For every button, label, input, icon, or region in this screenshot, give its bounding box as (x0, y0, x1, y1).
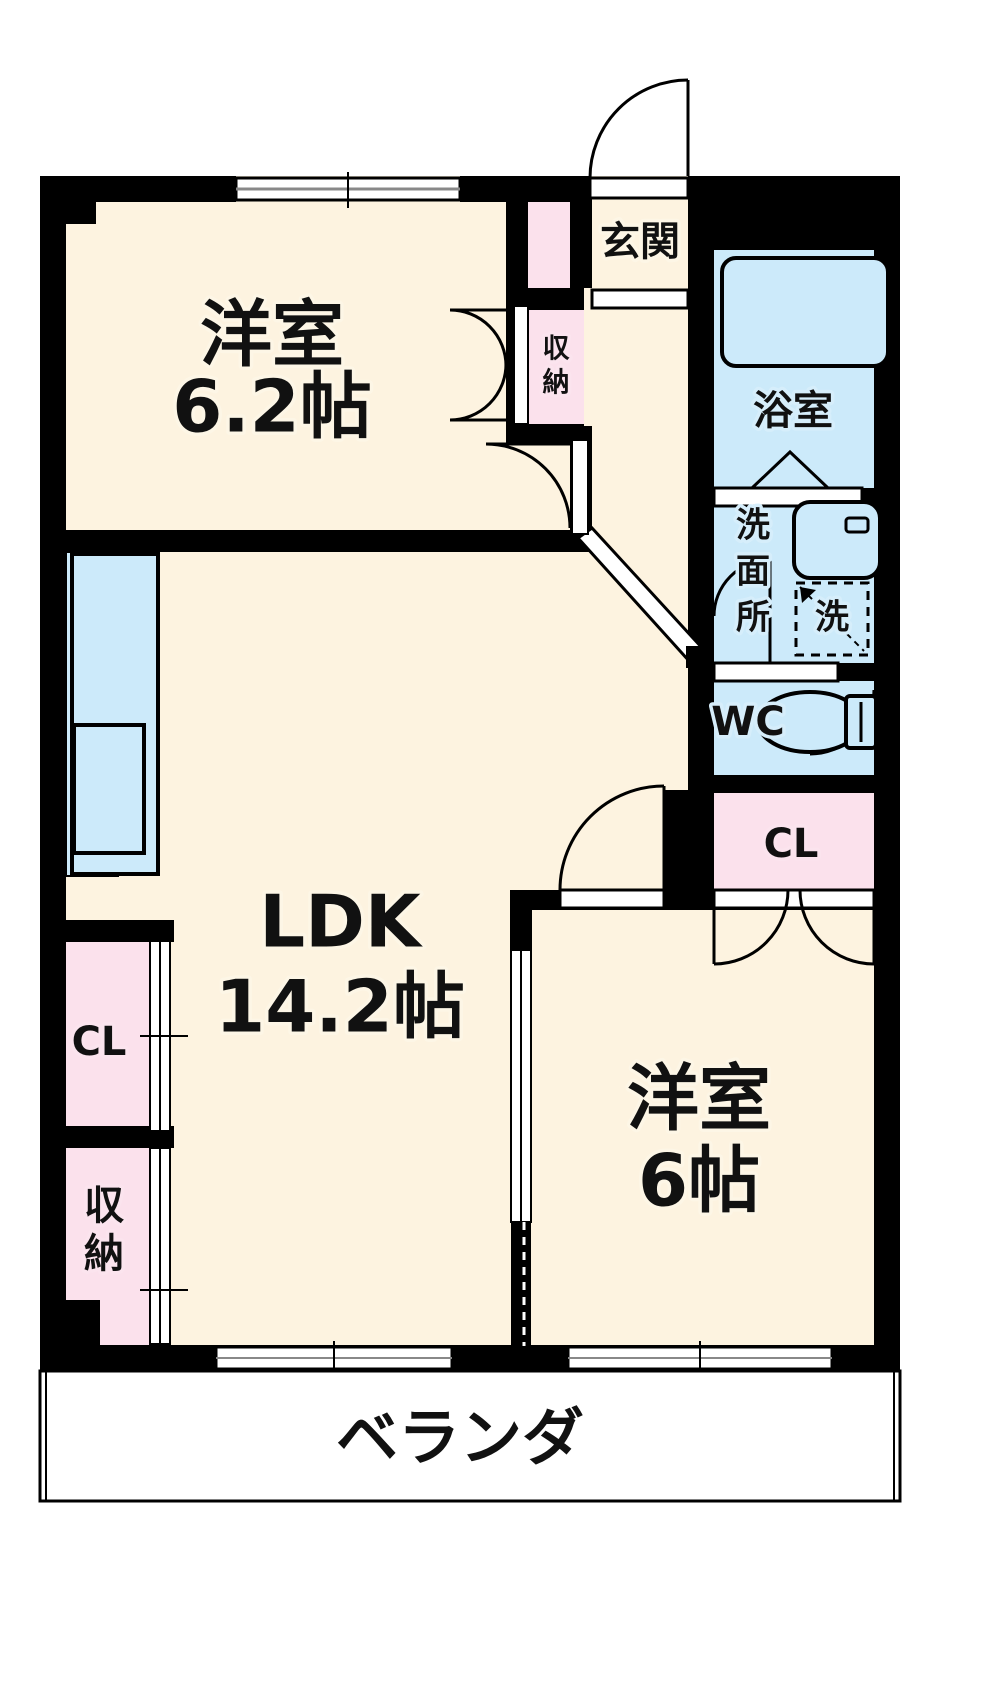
partition-ldk-washitsu[interactable] (510, 949, 532, 1346)
label-shuno-left-char2: 納 (84, 1231, 124, 1277)
wall-wc-south (688, 775, 900, 793)
wall-washitsu-ldk (40, 530, 592, 552)
cl-right-fill (712, 793, 900, 898)
wall-bottom-seg-a (40, 1345, 216, 1371)
label-washitsu-top-name: 洋室 (200, 293, 344, 377)
window-top-left (234, 172, 462, 208)
closet-doors-top[interactable] (449, 305, 529, 425)
washing-machine-icon (794, 581, 870, 657)
kitchen-sink-icon (72, 723, 146, 855)
label-genkan: 玄関 (600, 219, 680, 265)
windows (214, 172, 834, 1376)
walls (40, 176, 900, 1371)
label-shuno-top-char1: 収 (543, 334, 571, 365)
wall-left-exterior (40, 176, 66, 1371)
cl-doors-right[interactable] (712, 888, 876, 966)
wall-cl-left-bottom (40, 1126, 174, 1148)
wall-diagonal-endcap (686, 646, 708, 668)
window-ldk-south (214, 1341, 454, 1376)
wall-bottom-seg-c (832, 1345, 900, 1371)
label-shuno-top-char2: 納 (543, 367, 570, 399)
room-labels: 洋室 6.2帖 玄関 収 納 浴室 洗 面 所 洗 WC CL LDK 14.2… (68, 216, 852, 1478)
shuno-top-fill (528, 310, 584, 425)
doors (140, 78, 876, 1346)
veranda-outline (38, 1369, 902, 1503)
label-senmenjo-char3: 所 (736, 598, 770, 638)
wall-shuno-top-divider (506, 288, 584, 310)
label-washitsu-bottom-size: 6帖 (638, 1139, 760, 1223)
wall-genkan-west-upper (506, 188, 528, 300)
kitchen-counter-icon (65, 551, 160, 877)
bathtub-icon (720, 256, 890, 368)
label-ldk-name: LDK (259, 880, 423, 964)
door-washitsu-top[interactable] (485, 439, 589, 535)
entry-door[interactable] (588, 78, 690, 200)
label-senmenjo-char1: 洗 (736, 506, 770, 546)
cl-doors-left[interactable] (140, 940, 188, 1132)
label-ldk-size: 14.2帖 (215, 965, 465, 1049)
wall-wc-west (688, 663, 714, 793)
washbasin-icon (792, 500, 882, 580)
veranda (38, 1369, 902, 1503)
wall-ldk-corridor-stub (663, 790, 689, 898)
label-washitsu-bottom-name: 洋室 (627, 1057, 771, 1141)
label-veranda: ベランダ (336, 1401, 584, 1474)
label-shuno-left-char1: 収 (84, 1183, 124, 1229)
door-senmenjo[interactable] (712, 558, 840, 683)
label-yokushitsu: 浴室 (753, 388, 833, 434)
window-washitsu-bottom-south (566, 1341, 834, 1376)
fixtures (65, 256, 890, 877)
wall-cl-right-west (688, 775, 714, 905)
wall-shuno-top-bottom (506, 424, 584, 444)
wall-entry-alcove (688, 188, 874, 250)
label-wc: WC (711, 699, 784, 745)
wall-cl-left-top (40, 920, 174, 942)
wall-right-exterior (874, 176, 900, 1371)
toilet-icon (756, 690, 878, 754)
wall-ldk-washitsu-stub (510, 890, 532, 952)
shuno-doors-left[interactable] (140, 1147, 188, 1345)
genkan-threshold (590, 288, 690, 310)
wall-bath-west-upper (688, 188, 714, 488)
label-cl-left: CL (72, 1019, 127, 1065)
wall-bottom-seg-b (452, 1345, 568, 1371)
wall-corridor-east-upper (570, 188, 592, 288)
door-washitsu-bottom[interactable] (558, 784, 666, 910)
label-sentakuki: 洗 (815, 598, 849, 638)
label-senmenjo-char2: 面 (736, 552, 770, 592)
label-cl-right: CL (764, 821, 819, 867)
label-washitsu-top-size: 6.2帖 (172, 365, 372, 449)
